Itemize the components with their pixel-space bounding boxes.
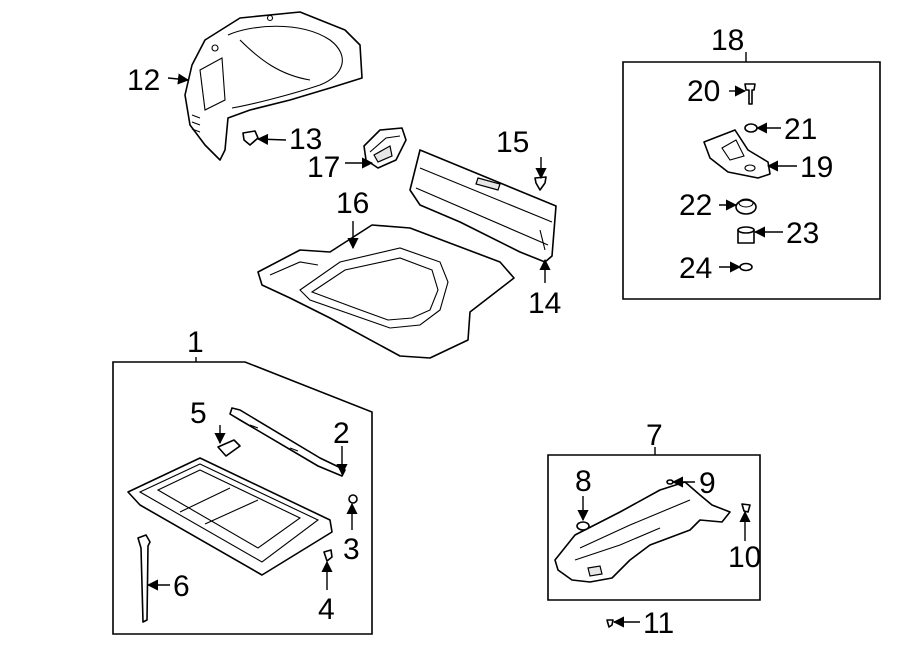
callout-15: 15	[496, 126, 529, 159]
callout-3: 3	[343, 533, 360, 566]
callout-13: 13	[289, 123, 322, 156]
package-tray-part	[127, 457, 333, 576]
clip-10-part	[741, 503, 751, 513]
callout-6: 6	[173, 570, 190, 603]
bracket-19-part	[703, 129, 771, 179]
callout-10: 10	[728, 541, 761, 574]
callout-9: 9	[699, 467, 716, 500]
callout-5: 5	[190, 397, 207, 430]
bushing-22-part	[735, 198, 757, 215]
trunk-floor-mat-part	[257, 224, 515, 359]
clip-8-part	[576, 521, 590, 531]
callout-17: 17	[307, 151, 340, 184]
callout-4: 4	[318, 593, 335, 626]
washer-24-part	[739, 262, 753, 272]
callout-1: 1	[187, 326, 204, 359]
callout-7: 7	[646, 419, 663, 452]
callout-11: 11	[643, 607, 674, 640]
fastener-15-part	[534, 176, 547, 191]
trunk-side-trim-part	[184, 11, 363, 161]
callout-8: 8	[575, 465, 592, 498]
clip-9-part	[666, 479, 674, 485]
bumper-23-part	[737, 226, 755, 244]
washer-21-part	[744, 123, 758, 133]
callout-12: 12	[127, 64, 160, 97]
latch-cover-part	[363, 127, 407, 169]
callout-2: 2	[333, 417, 350, 450]
clip-13-part	[242, 130, 259, 146]
callout-23: 23	[786, 217, 819, 250]
callout-18: 18	[711, 24, 744, 57]
trunk-trim-panel-part	[554, 481, 731, 583]
clip-4-part	[323, 549, 333, 562]
support-rod-part	[137, 534, 151, 623]
group-box-18	[622, 61, 881, 300]
callout-24: 24	[679, 252, 712, 285]
callout-14: 14	[528, 287, 561, 320]
group-box-7	[547, 454, 761, 601]
callout-20: 20	[687, 75, 720, 108]
callout-21: 21	[784, 113, 817, 146]
tray-support-part	[229, 407, 346, 477]
bracket-5-part	[217, 439, 241, 457]
callout-16: 16	[336, 187, 369, 220]
clip-11-part	[606, 619, 614, 628]
leader-lines	[146, 52, 797, 628]
rear-panel-trim-part	[409, 149, 557, 263]
clip-3-part	[348, 494, 358, 504]
group-box-1	[112, 361, 373, 635]
callout-22: 22	[679, 189, 712, 222]
callout-19: 19	[800, 151, 833, 184]
callout-labels: 12 13 17 16 15 14 18 20 21 19 22 23 24 1…	[127, 24, 833, 640]
bolt-20-part	[744, 83, 756, 105]
